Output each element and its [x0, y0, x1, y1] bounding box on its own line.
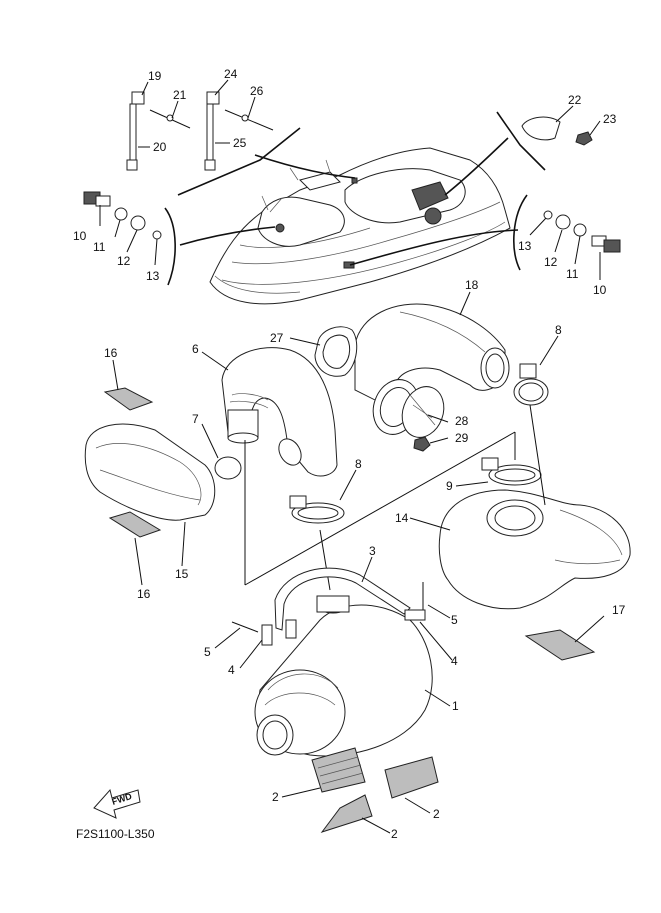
hose-clamp-upper-right [513, 363, 549, 406]
assembly-lines [244, 404, 546, 591]
leader-left-fitting [179, 226, 276, 246]
nut-29 [413, 436, 431, 452]
callout-3: 3 [369, 544, 376, 558]
callout-21: 21 [173, 88, 187, 102]
muffler-pipe-18 [354, 303, 510, 406]
callout-18: 18 [465, 278, 479, 292]
callout-16-lower: 16 [137, 587, 151, 601]
leader-lines [99, 79, 605, 834]
callout-2-right: 2 [433, 807, 440, 821]
muffler-body-1 [254, 595, 433, 757]
forward-arrow-icon: FWD [93, 788, 141, 819]
callout-27: 27 [270, 331, 284, 345]
callout-4-left: 4 [228, 663, 235, 677]
watercraft-illustration [209, 147, 511, 305]
callout-10-right: 10 [593, 283, 607, 297]
callout-8-middle: 8 [355, 457, 362, 471]
hose-clamp-7 [214, 456, 242, 480]
pad-16-top [103, 387, 154, 411]
hose-clamp-middle [289, 495, 345, 524]
callout-11-right: 11 [566, 267, 579, 281]
pin-bracket-left [231, 621, 273, 646]
callout-11-left: 11 [93, 240, 106, 254]
callout-17: 17 [612, 603, 626, 617]
callout-5-right: 5 [451, 613, 458, 627]
protector-strips-2 [311, 747, 439, 833]
callout-26: 26 [250, 84, 264, 98]
callout-7: 7 [192, 412, 199, 426]
leader-right-fitting [349, 229, 519, 266]
callout-12-right: 12 [544, 255, 558, 269]
callout-2-left: 2 [272, 790, 279, 804]
drain-fitting-right [543, 210, 621, 253]
callout-24: 24 [224, 67, 238, 81]
callout-2-bottom: 2 [391, 827, 398, 841]
leader-tie-group [254, 154, 356, 179]
elbow-pipe-6 [221, 347, 338, 477]
callout-15: 15 [175, 567, 189, 581]
flange-plate-27 [314, 326, 358, 377]
callout-4-right: 4 [451, 654, 458, 668]
callout-12-left: 12 [117, 254, 131, 268]
callout-23: 23 [603, 112, 617, 126]
callout-8-upper: 8 [555, 323, 562, 337]
pin-bracket-right [404, 582, 426, 621]
hose-clamp-9 [481, 457, 542, 486]
callout-20: 20 [153, 140, 167, 154]
water-lock-chamber-15 [84, 423, 216, 521]
cable-tie-group-left [126, 91, 191, 171]
callout-29: 29 [455, 431, 469, 445]
water-lock-chamber-14 [438, 489, 631, 610]
bracket-part [521, 116, 593, 146]
leader-bracket-group [444, 137, 509, 196]
callout-13-left: 13 [146, 269, 160, 283]
callout-5-left: 5 [204, 645, 211, 659]
left-fitting-bracket [164, 207, 176, 286]
callout-16-upper: 16 [104, 346, 118, 360]
callout-10-left: 10 [73, 229, 87, 243]
callout-9: 9 [446, 479, 453, 493]
gasket-rings-28 [372, 379, 445, 438]
callout-13-right: 13 [518, 239, 532, 253]
callout-28: 28 [455, 414, 469, 428]
tie-group-frame [177, 127, 301, 196]
callout-22: 22 [568, 93, 582, 107]
strap-3 [274, 567, 411, 631]
right-fitting-bracket [513, 194, 528, 271]
callout-25: 25 [233, 136, 247, 150]
callout-14: 14 [395, 511, 409, 525]
callout-19: 19 [148, 69, 162, 83]
drain-fitting-left [83, 191, 162, 240]
strap-buckle [285, 619, 297, 639]
pad-16-bottom [108, 511, 162, 538]
callout-6: 6 [192, 342, 199, 356]
bracket-group-frame [496, 111, 546, 171]
callout-numbers: 19 21 20 24 26 25 22 23 10 11 12 13 13 1… [73, 67, 626, 841]
callout-1: 1 [452, 699, 459, 713]
diagram-code: F2S1100-L350 [76, 827, 155, 841]
pad-17 [524, 629, 596, 661]
